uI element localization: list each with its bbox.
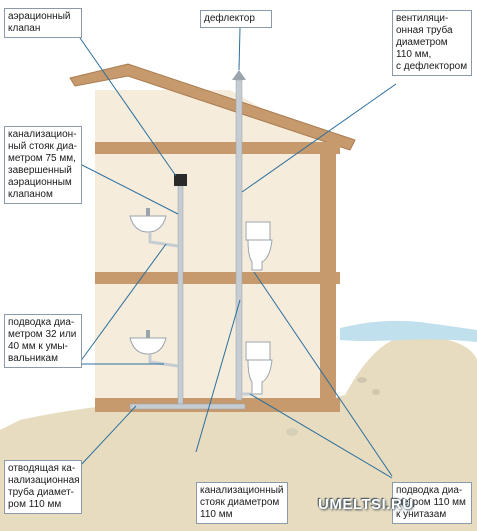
label-deflector: дефлектор xyxy=(200,10,272,28)
house-interior xyxy=(95,90,335,400)
vent-pipe-110 xyxy=(235,79,243,401)
label-vent-pipe: вентиляци- онная труба диаметром 110 мм,… xyxy=(392,10,472,76)
pebble xyxy=(357,377,367,383)
leader-lines xyxy=(79,27,397,479)
leader-outlet-pipe xyxy=(79,405,137,467)
pebble xyxy=(286,428,298,436)
pebble xyxy=(372,389,380,395)
aeration-valve xyxy=(174,174,187,186)
label-sewer-riser-75: канализацион- ный стояк диа- метром 75 м… xyxy=(4,126,82,204)
leader-deflector xyxy=(238,27,241,71)
leader-toilet-supply-upper xyxy=(253,271,393,477)
leader-toilet-supply-lower xyxy=(249,393,393,479)
toilet-upper xyxy=(245,221,273,271)
sink-lower xyxy=(129,330,179,368)
sewer-riser-75 xyxy=(177,183,184,405)
leader-aeration-valve xyxy=(79,37,177,177)
right-wall xyxy=(320,150,336,412)
middle-floor xyxy=(95,272,340,284)
roof xyxy=(69,63,356,151)
deflector-cap xyxy=(232,70,246,80)
attic-floor xyxy=(95,142,340,154)
label-aeration-valve: аэрационный клапан xyxy=(4,8,82,38)
leader-riser-75 xyxy=(79,163,179,215)
toilet-lower xyxy=(242,341,273,396)
label-sewer-riser-110: канализационный стояк диаметром 110 мм xyxy=(196,482,288,524)
ground xyxy=(0,334,477,531)
sink-upper xyxy=(129,208,179,248)
label-sink-supply: подводка диа- метром 32 или 40 мм к умы-… xyxy=(4,314,82,368)
water xyxy=(340,320,477,342)
leader-riser-110 xyxy=(195,299,241,453)
leader-vent-pipe xyxy=(241,83,397,193)
watermark-logo: UMELTSI.RU xyxy=(318,496,414,513)
label-outlet-pipe: отводящая ка- нализационная труба диамет… xyxy=(4,460,82,514)
outlet-pipe xyxy=(129,403,246,410)
label-toilet-supply: подводка диа- метром 110 мм к унитазам xyxy=(392,482,472,524)
leader-sink-supply-upper xyxy=(79,243,167,363)
